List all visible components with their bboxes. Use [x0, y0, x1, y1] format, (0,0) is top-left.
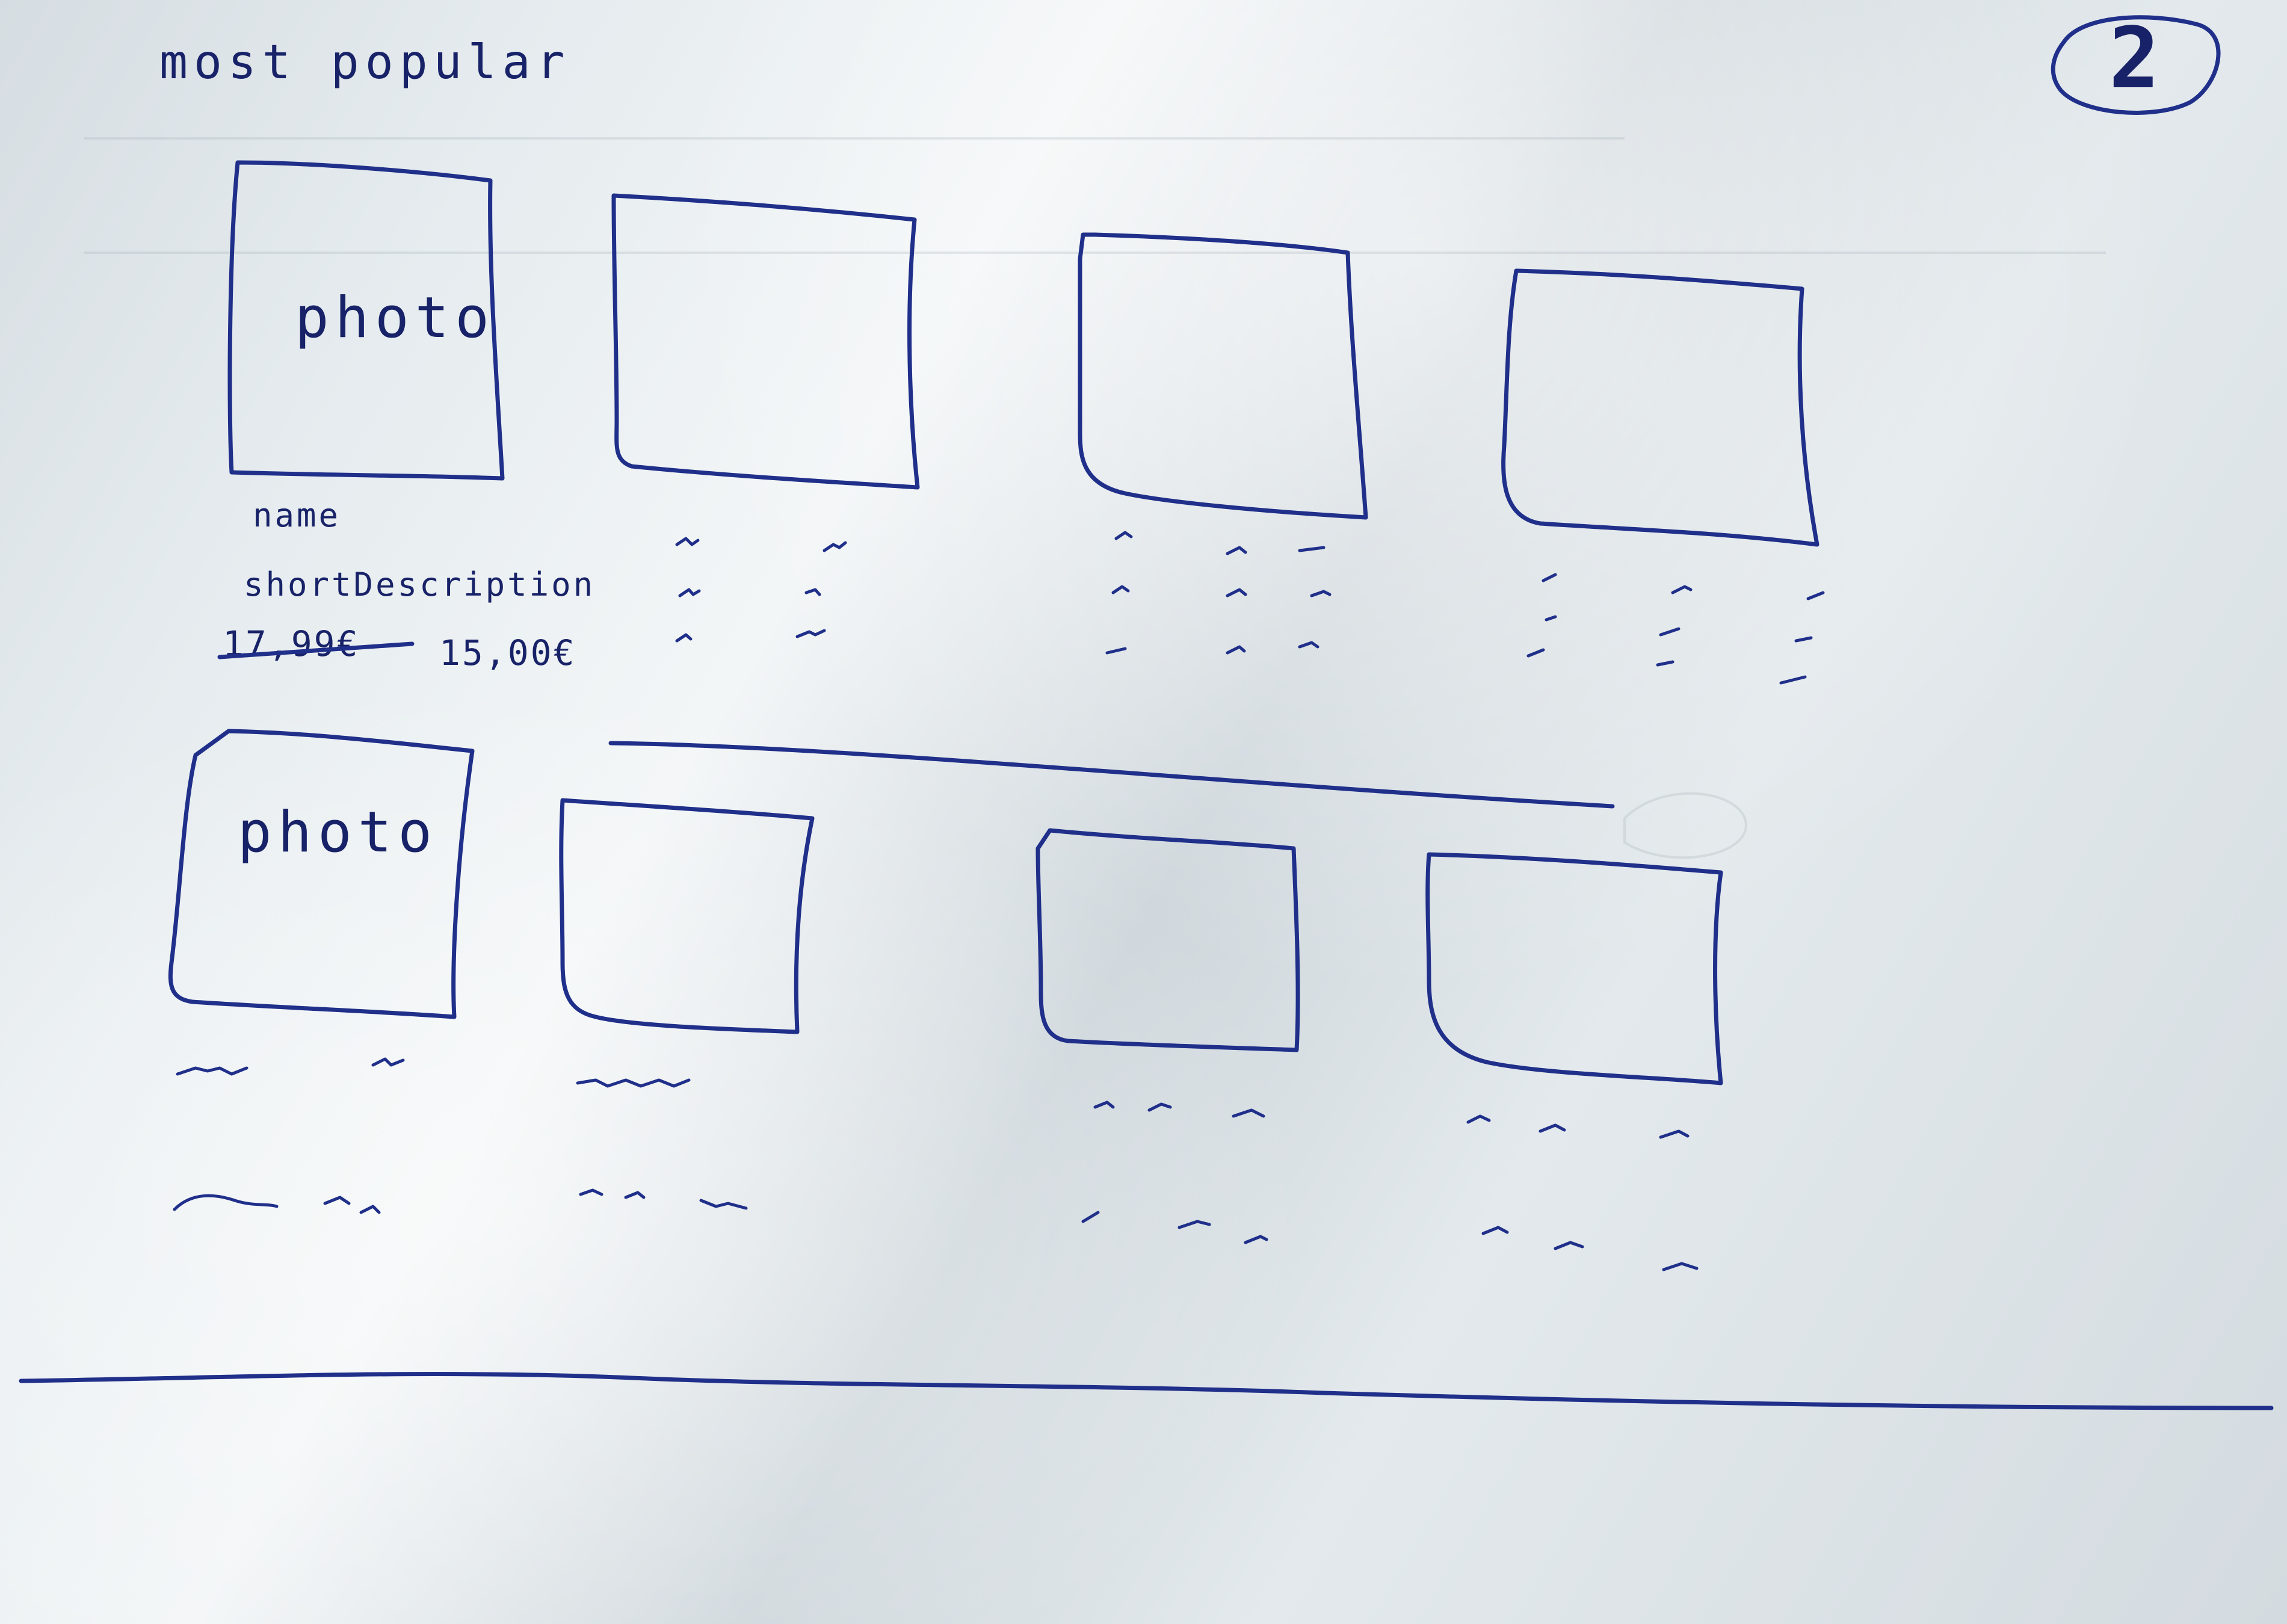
page-number: 2	[2109, 10, 2159, 108]
product-photo-placeholder	[227, 160, 505, 481]
product-card-7[interactable]	[1035, 828, 1300, 1244]
page-heading: most popular	[159, 36, 571, 90]
placeholder-text-squiggles	[1081, 1101, 1268, 1244]
product-photo-placeholder	[1501, 268, 1819, 547]
product-card-2[interactable]	[611, 193, 920, 643]
product-photo-placeholder	[1425, 852, 1723, 1085]
product-card-4[interactable]	[1501, 268, 1825, 685]
product-card-6[interactable]	[559, 798, 815, 1210]
photo-label: photo	[238, 800, 438, 865]
placeholder-text-squiggles	[173, 1057, 405, 1214]
row-1-products: photo name shortDescription 17,99€ 15,00…	[217, 160, 1825, 685]
old-price-strikethrough	[217, 641, 415, 659]
product-photo-placeholder	[1078, 232, 1368, 520]
product-sale-price: 15,00€	[439, 632, 576, 673]
product-name: name	[253, 496, 341, 534]
bottom-divider	[19, 1372, 2274, 1410]
placeholder-text-squiggles	[1526, 573, 1825, 685]
photo-label: photo	[295, 285, 495, 351]
row-separator	[608, 741, 1615, 809]
product-card-featured[interactable]: photo name shortDescription 17,99€ 15,00…	[217, 160, 595, 673]
product-photo-placeholder	[611, 193, 920, 490]
product-card-8[interactable]	[1425, 852, 1723, 1271]
product-photo-placeholder	[1035, 828, 1300, 1052]
placeholder-text-squiggles	[675, 537, 847, 643]
placeholder-text-squiggles	[576, 1078, 748, 1210]
faint-background-marks	[84, 137, 2106, 859]
product-short-description: shortDescription	[244, 566, 595, 604]
product-card-3[interactable]	[1078, 232, 1368, 655]
product-card-5[interactable]: photo	[168, 729, 475, 1214]
row-2-products: photo	[168, 729, 1723, 1271]
placeholder-text-squiggles	[1105, 531, 1332, 655]
product-old-price: 17,99€	[223, 623, 360, 664]
page-number-badge: 2	[2051, 10, 2221, 115]
placeholder-text-squiggles	[1466, 1114, 1699, 1271]
product-photo-placeholder	[559, 798, 815, 1034]
product-photo-placeholder	[168, 729, 475, 1019]
